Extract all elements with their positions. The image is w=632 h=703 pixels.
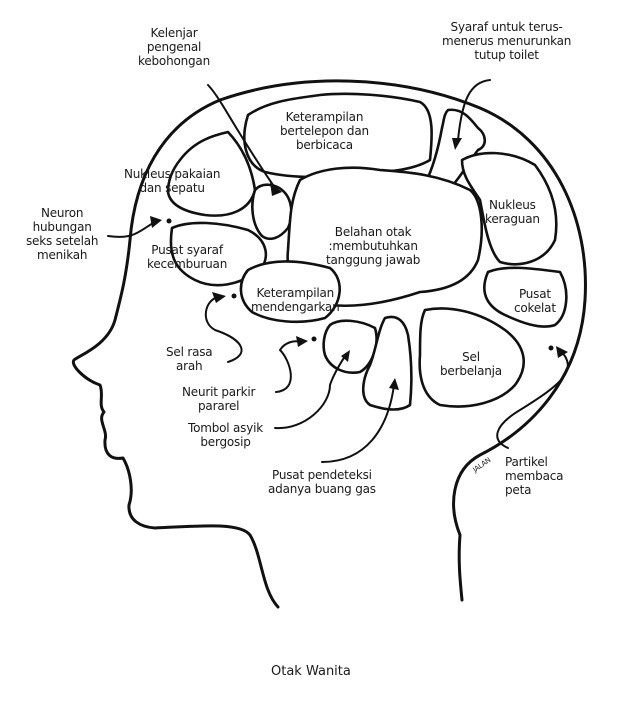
- pointer-peta: [496, 349, 569, 449]
- head-outline: [71, 79, 587, 609]
- label-gas: Pusat pendeteksi adanya buang gas: [268, 468, 376, 496]
- label-cemburu: Pusat syaraf kecemburuan: [147, 243, 228, 271]
- figure-caption: Otak Wanita: [271, 664, 351, 679]
- label-bertelepon: Keterampilan bertelepon dan berbicaca: [280, 110, 369, 152]
- lobe-parkir: [322, 319, 378, 374]
- label-syaraf-toilet: Syaraf untuk terus- menerus menurunkan t…: [442, 20, 572, 62]
- label-belahan-otak: Belahan otak :membutuhkan tanggung jawab: [326, 225, 421, 267]
- arrow-gosip: [341, 350, 350, 362]
- lobe-mendengarkan: [239, 260, 341, 324]
- neck-outline: [457, 533, 464, 602]
- lobe-keraguan: [460, 151, 558, 266]
- arrow-arah: [212, 292, 226, 303]
- label-neurit-parkir: Neurit parkir pararel: [182, 385, 256, 413]
- label-nukleus-keraguan: Nukleus keraguan: [485, 198, 540, 226]
- label-nukleus-pakaian: Nukleus pakaian dan sepatu: [124, 167, 221, 195]
- arrow-gas: [389, 378, 399, 390]
- pointer-gosip: [274, 353, 347, 430]
- pointer-gas: [321, 384, 395, 463]
- label-sel-belanja: Sel berbelanja: [440, 350, 502, 378]
- pointer-arah: [204, 296, 243, 363]
- arrow-peta: [556, 346, 568, 358]
- arrow-toilet: [452, 138, 462, 150]
- label-neuron-seks: Neuron hubungan seks setelah menikah: [26, 206, 99, 262]
- dot-neuron: [166, 218, 172, 224]
- arrow-kelenjar: [270, 182, 282, 196]
- arrow-neuron: [150, 216, 162, 228]
- pointer-toilet: [457, 79, 491, 141]
- label-tombol-gosip: Tombol asyik bergosip: [188, 421, 264, 449]
- label-partikel-peta: Partikel membaca peta: [505, 455, 564, 497]
- pointer-kelenjar: [207, 84, 276, 189]
- label-cokelat: Pusat cokelat: [514, 287, 556, 315]
- lobe-pakaian: [166, 130, 257, 217]
- lobe-gosip: [361, 315, 413, 411]
- dot-parkir: [311, 336, 317, 342]
- dot-arah: [231, 293, 237, 299]
- label-mendengarkan: Keterampilan mendengarkan: [251, 286, 340, 314]
- pointer-parkir: [275, 340, 301, 393]
- arrow-parkir: [296, 336, 308, 347]
- lobe-cokelat: [483, 266, 568, 328]
- label-sel-arah: Sel rasa arah: [166, 345, 213, 373]
- label-kelenjar: Kelenjar pengenal kebohongan: [138, 26, 210, 68]
- lobe-belanja: [418, 307, 525, 408]
- dot-peta: [548, 345, 554, 351]
